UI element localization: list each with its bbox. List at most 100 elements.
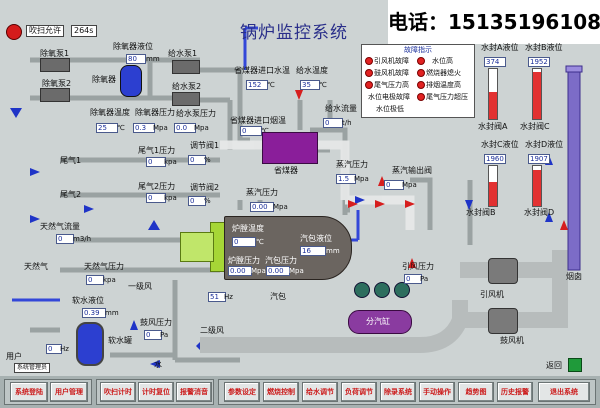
purge-countdown: 264s xyxy=(71,25,97,37)
feedwater-regulation-button[interactable]: 给水调节 xyxy=(302,382,338,402)
purge-timer-button[interactable]: 吹扫计时 xyxy=(100,382,136,402)
blower-pressure-unit: Pa xyxy=(160,331,169,339)
back-label[interactable]: 返回 xyxy=(546,361,562,370)
water-supply-temp-value: 35 xyxy=(300,80,320,90)
seal-b-gauge xyxy=(532,68,542,120)
feed-pressure-unit: Mpa xyxy=(194,124,209,132)
tail-gas2-pressure-label: 尾气2压力 xyxy=(138,182,176,191)
water-supply-temp-label: 给水温度 xyxy=(296,66,328,75)
drum-pressure-label: 汽包压力 xyxy=(265,256,297,265)
natural-gas-flow-value: 0 xyxy=(56,234,74,244)
furnace-temp-label: 炉膛温度 xyxy=(232,224,264,233)
natural-gas-pressure-label: 天然气压力 xyxy=(84,262,124,271)
furnace-temp-value: 0 xyxy=(232,237,256,247)
feed-pump1-icon[interactable] xyxy=(172,60,200,74)
deaerator-pump1-icon[interactable] xyxy=(40,58,70,72)
primary-air-unit: Hz xyxy=(224,293,233,301)
soft-water-tank-icon xyxy=(76,322,104,366)
feed-pump2-label: 给水泵2 xyxy=(172,82,202,91)
seal-d-level-label: 水封D液位 xyxy=(525,140,564,149)
induced-fan2-icon[interactable] xyxy=(488,308,518,334)
deaerator-tank-icon xyxy=(120,65,142,97)
seal-a-gauge xyxy=(488,68,498,120)
deaerator-pump1-label: 除氧泵1 xyxy=(40,49,70,58)
manual-operation-button[interactable]: 手动操作 xyxy=(419,382,455,402)
deaerator-pump2-icon[interactable] xyxy=(40,88,70,102)
seal-d-label: 水封阀D xyxy=(524,208,555,217)
fault-item: 尾气压力超压 xyxy=(426,93,468,101)
tail-gas1-label: 尾气1 xyxy=(60,156,82,165)
fault-item: 尾气压力高 xyxy=(374,81,409,89)
deaerator-level-title: 除氧器液位 xyxy=(113,42,153,51)
contact-phone: 电话：15135196108 xyxy=(388,0,600,44)
fault-led-icon xyxy=(365,69,373,77)
drum-pressure-value: 0.00 xyxy=(266,266,290,276)
steam-pump-icon[interactable] xyxy=(394,282,410,298)
furnace-pressure-unit: Mpa xyxy=(251,267,266,275)
tail-gas1-pressure-label: 尾气1压力 xyxy=(138,146,176,155)
timer-reset-button[interactable]: 计时复位 xyxy=(138,382,174,402)
main-steam-valve-value: 0 xyxy=(384,180,404,190)
steam-pressure-mid-unit: Mpa xyxy=(273,203,288,211)
exit-door-icon[interactable] xyxy=(568,358,582,372)
fault-led-icon xyxy=(365,57,373,65)
natural-gas-pressure-unit: kpa xyxy=(103,276,116,284)
natural-gas-label: 天然气 xyxy=(24,262,48,271)
bottom-toolbar: 系统登陆 用户管理 吹扫计时 计时复位 报警消音 参数设定 燃烧控制 给水调节 … xyxy=(0,376,600,408)
alarm-silence-button[interactable]: 报警消音 xyxy=(176,382,212,402)
deaeration-system-button[interactable]: 除录系统 xyxy=(380,382,416,402)
seal-b-level-label: 水封B液位 xyxy=(525,43,563,52)
alarm-history-button[interactable]: 历史报警 xyxy=(497,382,533,402)
login-button[interactable]: 系统登陆 xyxy=(10,382,48,402)
fault-item: 水位高 xyxy=(432,57,453,65)
blower-pressure-label: 鼓风压力 xyxy=(140,318,172,327)
deaerator-temp-label: 除氧器温度 xyxy=(90,108,130,117)
drum-pressure-unit: Mpa xyxy=(289,267,304,275)
deaerator-level-value: 80 xyxy=(126,54,146,64)
feed-pump1-label: 给水泵1 xyxy=(168,49,198,58)
steam-pressure-unit: Mpa xyxy=(354,175,369,183)
seal-c-level-label: 水封C液位 xyxy=(481,140,519,149)
seal-a-label: 水封阀A xyxy=(478,122,508,131)
feed-pump2-icon[interactable] xyxy=(172,92,200,106)
induced-pressure-unit: Pa xyxy=(420,275,429,283)
seal-c-label: 水封阀C xyxy=(520,122,550,131)
soft-water-level-value: 0.39 xyxy=(82,308,106,318)
water-flow-label: 给水流量 xyxy=(325,104,357,113)
seal-c-gauge xyxy=(488,165,498,207)
econ-in-water-temp-label: 省煤器进口水温 xyxy=(234,66,290,75)
parameter-settings-button[interactable]: 参数设定 xyxy=(224,382,260,402)
drum-level-label: 汽包液位 xyxy=(300,234,332,243)
fault-item: 水位极低 xyxy=(376,105,404,113)
induced-fan1-icon[interactable] xyxy=(488,258,518,284)
purge-allow-label: 吹扫允许 xyxy=(26,25,64,37)
fault-panel-title: 故障指示 xyxy=(404,46,432,54)
furnace-temp-unit: ℃ xyxy=(256,238,264,246)
combustion-control-button[interactable]: 燃烧控制 xyxy=(263,382,299,402)
primary-air-value: 51 xyxy=(208,292,226,302)
deaerator-pressure-value: 0.3 xyxy=(133,123,155,133)
load-regulation-button[interactable]: 负荷调节 xyxy=(341,382,377,402)
trend-chart-button[interactable]: 趋势图 xyxy=(458,382,494,402)
tail-gas2-pressure-value: 0 xyxy=(146,193,166,203)
furnace-pressure-label: 炉膛压力 xyxy=(228,256,260,265)
page-title: 锅炉监控系统 xyxy=(240,23,348,43)
steam-pressure-mid-label: 蒸汽压力 xyxy=(246,188,278,197)
feed-pressure-label: 给水泵压力 xyxy=(176,109,216,118)
steam-pump-icon[interactable] xyxy=(374,282,390,298)
deaerator-label: 除氧器 xyxy=(92,75,116,84)
fault-led-icon xyxy=(365,81,373,89)
user-management-button[interactable]: 用户管理 xyxy=(50,382,88,402)
fault-item: 水位电极故障 xyxy=(368,93,410,101)
burner-head xyxy=(180,232,214,262)
split-cylinder-label: 分汽缸 xyxy=(366,317,390,326)
econ-in-water-temp-unit: ℃ xyxy=(267,81,275,89)
exit-system-button[interactable]: 退出系统 xyxy=(538,382,590,402)
steam-pump-icon[interactable] xyxy=(354,282,370,298)
seal-b-label: 水封阀B xyxy=(466,208,496,217)
deaerator-temp-value: 25 xyxy=(96,123,118,133)
drum-label: 汽包 xyxy=(270,292,286,301)
reg-valve1-value: 0 xyxy=(188,155,206,165)
fault-item: 引风机故障 xyxy=(374,57,409,65)
